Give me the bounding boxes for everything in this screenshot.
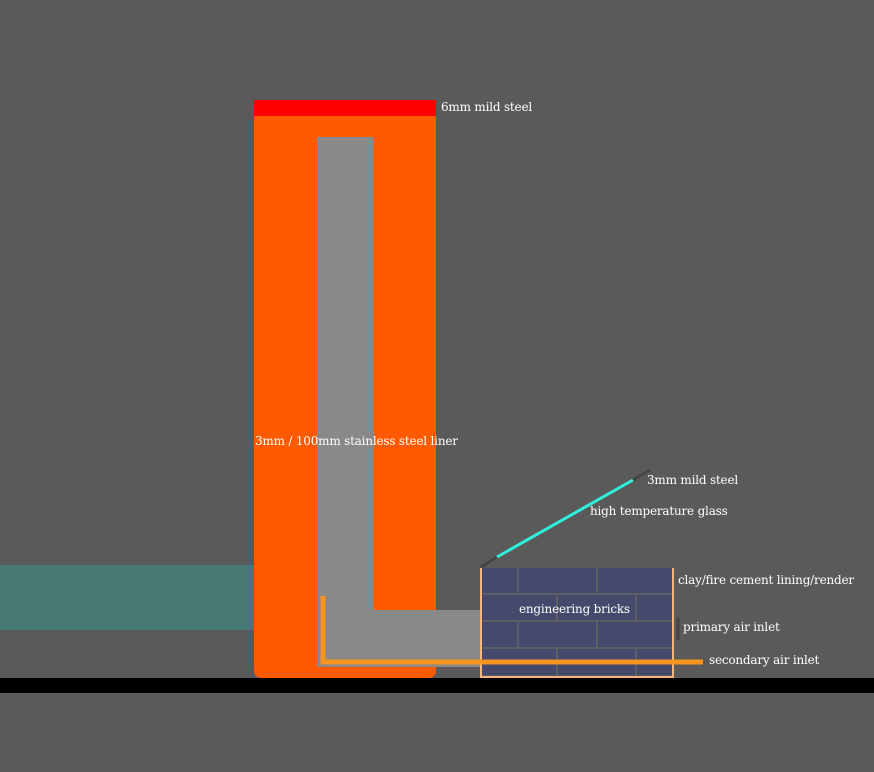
secondary-air-label: secondary air inlet: [709, 653, 820, 667]
bricks-label: engineering bricks: [519, 602, 630, 616]
top-plate-label: 6mm mild steel: [441, 100, 532, 114]
brick-box: [480, 568, 674, 678]
door-glass: [496, 478, 634, 559]
heated-bench: [0, 565, 254, 630]
glass-label: high temperature glass: [590, 504, 728, 518]
top-plate: [254, 100, 436, 116]
floor: [0, 678, 874, 693]
door-frame-lower: [480, 555, 498, 569]
door-frame-label: 3mm mild steel: [647, 473, 738, 487]
clay-lining: [480, 568, 674, 678]
primary-air-label: primary air inlet: [683, 620, 780, 634]
liner-riser: [317, 137, 374, 612]
secondary-air-pipe: [320, 596, 703, 665]
lining-label: clay/fire cement lining/render: [678, 573, 854, 587]
liner-feed: [317, 610, 482, 667]
liner-label: 3mm / 100mm stainless steel liner: [255, 434, 458, 448]
door-frame-upper: [632, 468, 651, 482]
